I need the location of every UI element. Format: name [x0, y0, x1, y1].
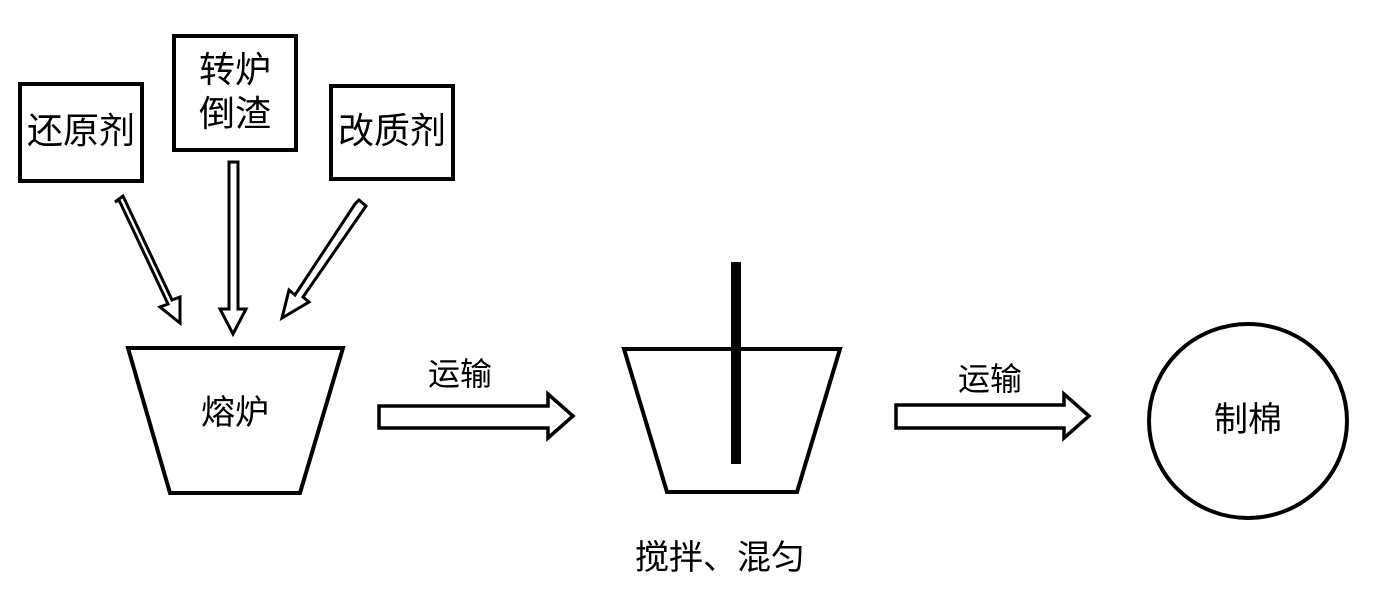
stirring-rod [731, 262, 741, 464]
feed-arrow-modifier [279, 197, 369, 322]
transport-label-2: 运输 [957, 360, 1022, 398]
feed-arrow-converter-slag [217, 160, 249, 338]
furnace-vessel [125, 346, 346, 495]
transport-label-1: 运输 [427, 355, 492, 393]
mixing-caption: 搅拌、混匀 [635, 538, 805, 578]
reducing-agent-box [18, 82, 144, 183]
transport-arrow-1 [377, 390, 576, 442]
modifier-label: 改质剂 [337, 111, 446, 152]
modifier-box [329, 84, 455, 181]
converter-slag-label-line1: 转炉 [198, 50, 271, 91]
furnace-label: 熔炉 [201, 393, 269, 433]
fiber-making-label: 制棉 [1214, 400, 1282, 440]
reducing-agent-label: 还原剂 [26, 111, 135, 152]
transport-arrow-2 [894, 390, 1092, 442]
feed-arrow-reducing-agent [114, 193, 182, 327]
converter-slag-label-line2: 倒渣 [198, 94, 271, 135]
converter-slag-box [172, 34, 298, 152]
fiber-making-circle [1147, 322, 1349, 520]
